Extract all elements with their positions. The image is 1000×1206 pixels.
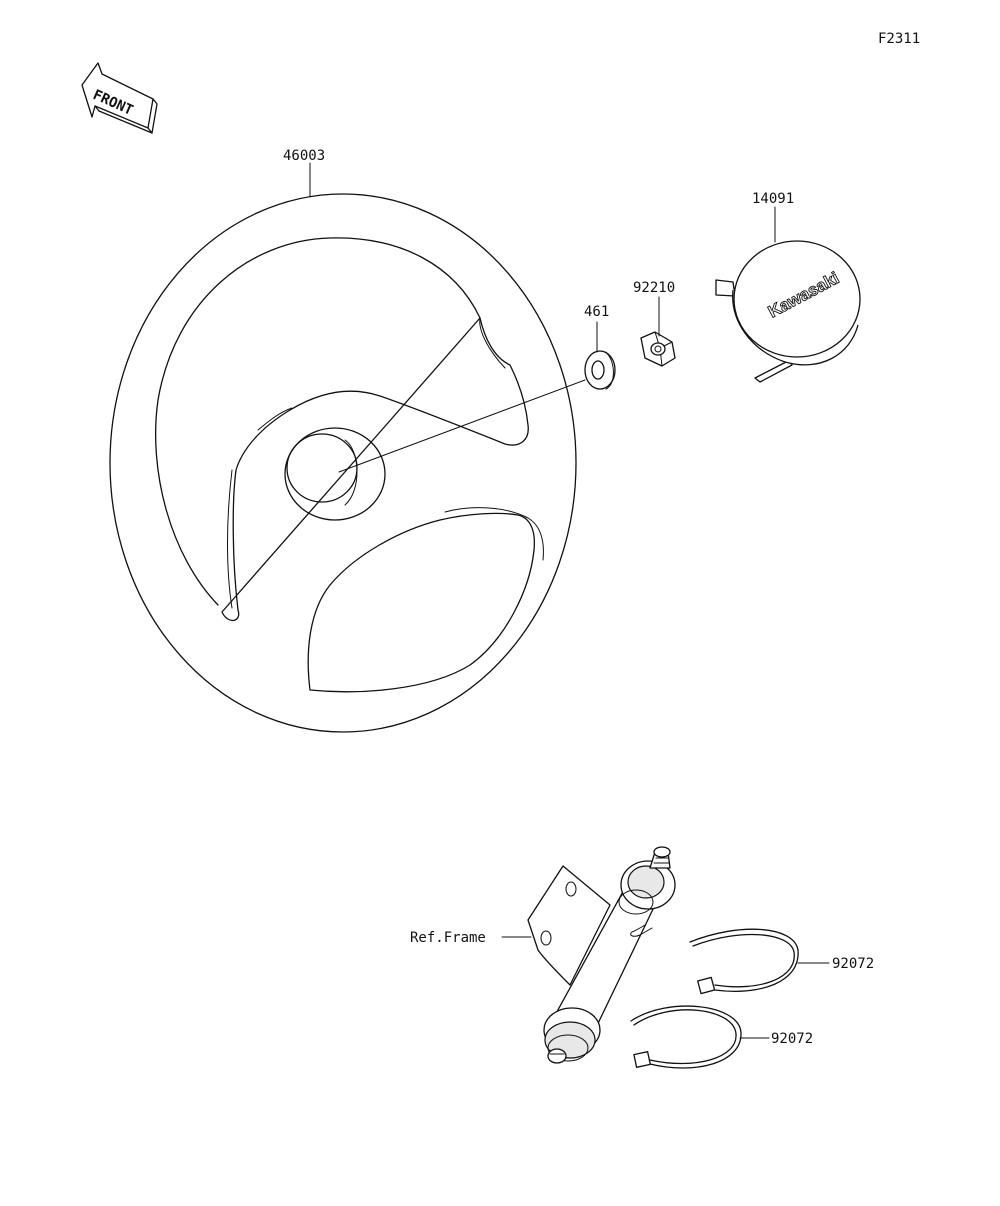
part-number-92072-upper: 92072 [832,956,874,972]
ref-frame-label: Ref.Frame [410,930,486,946]
band-clamp-lower [630,1005,742,1069]
nut [640,331,676,367]
washer [584,350,616,390]
front-arrow-icon: FRONT [81,62,158,134]
band-clamp-upper [689,928,799,995]
horn-pad: Kawasaki [715,240,861,383]
part-number-14091: 14091 [752,191,794,207]
part-number-92210: 92210 [633,280,675,296]
part-number-46003: 46003 [283,148,325,164]
steering-wheel [109,193,586,733]
part-number-461: 461 [584,304,609,320]
figure-id: F2311 [878,31,920,47]
part-number-92072-lower: 92072 [771,1031,813,1047]
steering-column [527,846,676,1064]
